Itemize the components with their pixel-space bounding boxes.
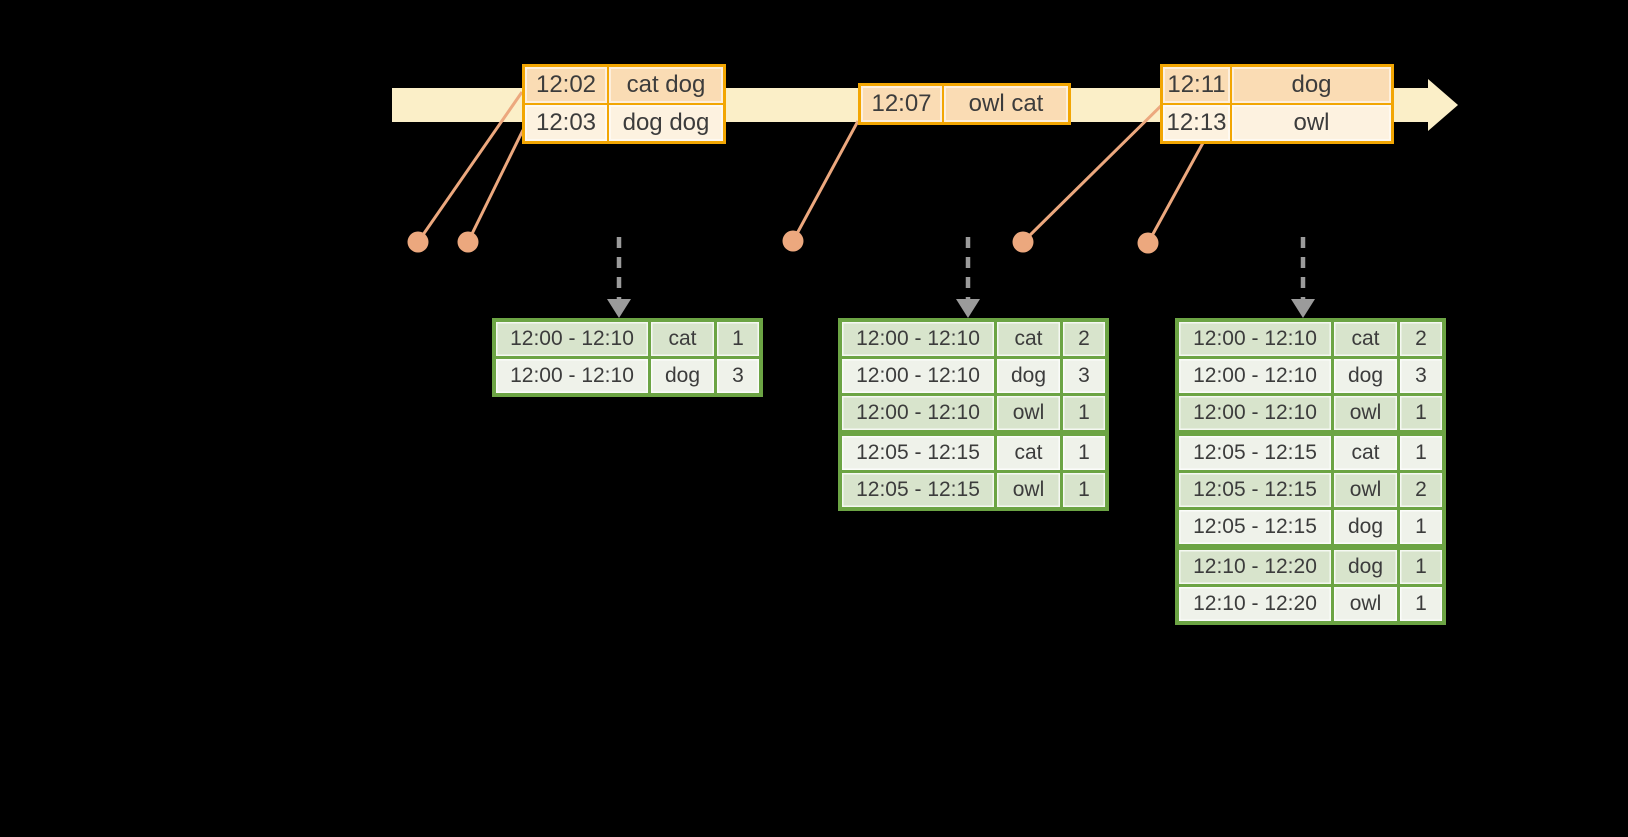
count-cell: 1 <box>1400 436 1442 470</box>
word-cell: cat <box>1334 322 1397 356</box>
window-cell: 12:00 - 12:10 <box>496 322 648 356</box>
word-cell: dog <box>651 359 714 393</box>
result-row: 12:10 - 12:20 dog 1 <box>1179 550 1442 584</box>
result-row: 12:05 - 12:15 dog 1 <box>1179 510 1442 544</box>
result-row: 12:00 - 12:10 dog 3 <box>1179 359 1442 393</box>
window-cell: 12:05 - 12:15 <box>842 473 994 507</box>
word-cell: cat <box>1334 436 1397 470</box>
result-row: 12:05 - 12:15 cat 1 <box>842 436 1105 470</box>
count-cell: 2 <box>1400 473 1442 507</box>
event-time: 12:03 <box>525 105 607 141</box>
window-cell: 12:00 - 12:10 <box>1179 396 1331 430</box>
word-cell: cat <box>997 322 1060 356</box>
event-marker-dot-icon <box>1012 231 1034 253</box>
event-words: owl <box>1232 105 1391 141</box>
event-marker-dot-icon <box>1137 232 1159 254</box>
count-cell: 3 <box>1400 359 1442 393</box>
event-row: 12:07 owl cat <box>861 86 1068 122</box>
result-row: 12:05 - 12:15 owl 1 <box>842 473 1105 507</box>
window-cell: 12:00 - 12:10 <box>496 359 648 393</box>
event-row: 12:13 owl <box>1163 105 1391 141</box>
result-table-1: 12:00 - 12:10 cat 1 12:00 - 12:10 dog 3 <box>492 318 763 397</box>
event-words: dog dog <box>609 105 723 141</box>
count-cell: 1 <box>717 322 759 356</box>
count-cell: 3 <box>1063 359 1105 393</box>
result-row: 12:00 - 12:10 owl 1 <box>842 396 1105 430</box>
result-table-3: 12:00 - 12:10 cat 2 12:00 - 12:10 dog 3 … <box>1175 318 1446 625</box>
result-row: 12:05 - 12:15 owl 2 <box>1179 473 1442 507</box>
result-row: 12:00 - 12:10 dog 3 <box>842 359 1105 393</box>
event-time: 12:07 <box>861 86 942 122</box>
word-cell: dog <box>1334 550 1397 584</box>
event-words: dog <box>1232 67 1391 103</box>
result-table-2: 12:00 - 12:10 cat 2 12:00 - 12:10 dog 3 … <box>838 318 1109 511</box>
event-table-2: 12:07 owl cat <box>858 83 1071 125</box>
event-time: 12:11 <box>1163 67 1230 103</box>
dashed-down-arrow-icon <box>956 237 980 318</box>
count-cell: 1 <box>1400 587 1442 621</box>
count-cell: 1 <box>1063 436 1105 470</box>
dashed-down-arrow-icon <box>1291 237 1315 318</box>
event-row: 12:03 dog dog <box>525 105 723 141</box>
word-cell: dog <box>1334 359 1397 393</box>
window-cell: 12:00 - 12:10 <box>1179 359 1331 393</box>
event-row: 12:11 dog <box>1163 67 1391 103</box>
count-cell: 2 <box>1063 322 1105 356</box>
event-words: cat dog <box>609 67 723 103</box>
result-row: 12:05 - 12:15 cat 1 <box>1179 436 1442 470</box>
word-cell: cat <box>651 322 714 356</box>
count-cell: 3 <box>717 359 759 393</box>
count-cell: 1 <box>1400 510 1442 544</box>
event-marker-dot-icon <box>457 231 479 253</box>
window-cell: 12:05 - 12:15 <box>842 436 994 470</box>
result-row: 12:00 - 12:10 cat 2 <box>1179 322 1442 356</box>
word-cell: owl <box>997 473 1060 507</box>
count-cell: 1 <box>1400 550 1442 584</box>
window-cell: 12:00 - 12:10 <box>842 396 994 430</box>
count-cell: 1 <box>1063 396 1105 430</box>
event-words: owl cat <box>944 86 1068 122</box>
event-time: 12:02 <box>525 67 607 103</box>
event-row: 12:02 cat dog <box>525 67 723 103</box>
result-row: 12:00 - 12:10 cat 1 <box>496 322 759 356</box>
timeline-arrowhead-icon <box>1428 79 1458 131</box>
window-cell: 12:05 - 12:15 <box>1179 510 1331 544</box>
word-cell: owl <box>997 396 1060 430</box>
word-cell: owl <box>1334 396 1397 430</box>
word-cell: owl <box>1334 587 1397 621</box>
event-table-1: 12:02 cat dog 12:03 dog dog <box>522 64 726 144</box>
event-marker-dot-icon <box>407 231 429 253</box>
word-cell: cat <box>997 436 1060 470</box>
event-connector-line <box>1146 140 1206 244</box>
window-cell: 12:10 - 12:20 <box>1179 550 1331 584</box>
result-row: 12:00 - 12:10 cat 2 <box>842 322 1105 356</box>
event-time: 12:13 <box>1163 105 1230 141</box>
count-cell: 1 <box>1400 396 1442 430</box>
dashed-down-arrow-icon <box>607 237 631 318</box>
event-connector-line <box>791 120 860 242</box>
window-cell: 12:00 - 12:10 <box>842 359 994 393</box>
event-table-3: 12:11 dog 12:13 owl <box>1160 64 1394 144</box>
event-connector-line <box>466 129 525 243</box>
window-cell: 12:05 - 12:15 <box>1179 436 1331 470</box>
count-cell: 2 <box>1400 322 1442 356</box>
result-row: 12:10 - 12:20 owl 1 <box>1179 587 1442 621</box>
result-row: 12:00 - 12:10 owl 1 <box>1179 396 1442 430</box>
result-row: 12:00 - 12:10 dog 3 <box>496 359 759 393</box>
window-cell: 12:00 - 12:10 <box>1179 322 1331 356</box>
word-cell: owl <box>1334 473 1397 507</box>
word-cell: dog <box>1334 510 1397 544</box>
count-cell: 1 <box>1063 473 1105 507</box>
window-cell: 12:10 - 12:20 <box>1179 587 1331 621</box>
event-marker-dot-icon <box>782 230 804 252</box>
word-cell: dog <box>997 359 1060 393</box>
window-cell: 12:00 - 12:10 <box>842 322 994 356</box>
window-cell: 12:05 - 12:15 <box>1179 473 1331 507</box>
